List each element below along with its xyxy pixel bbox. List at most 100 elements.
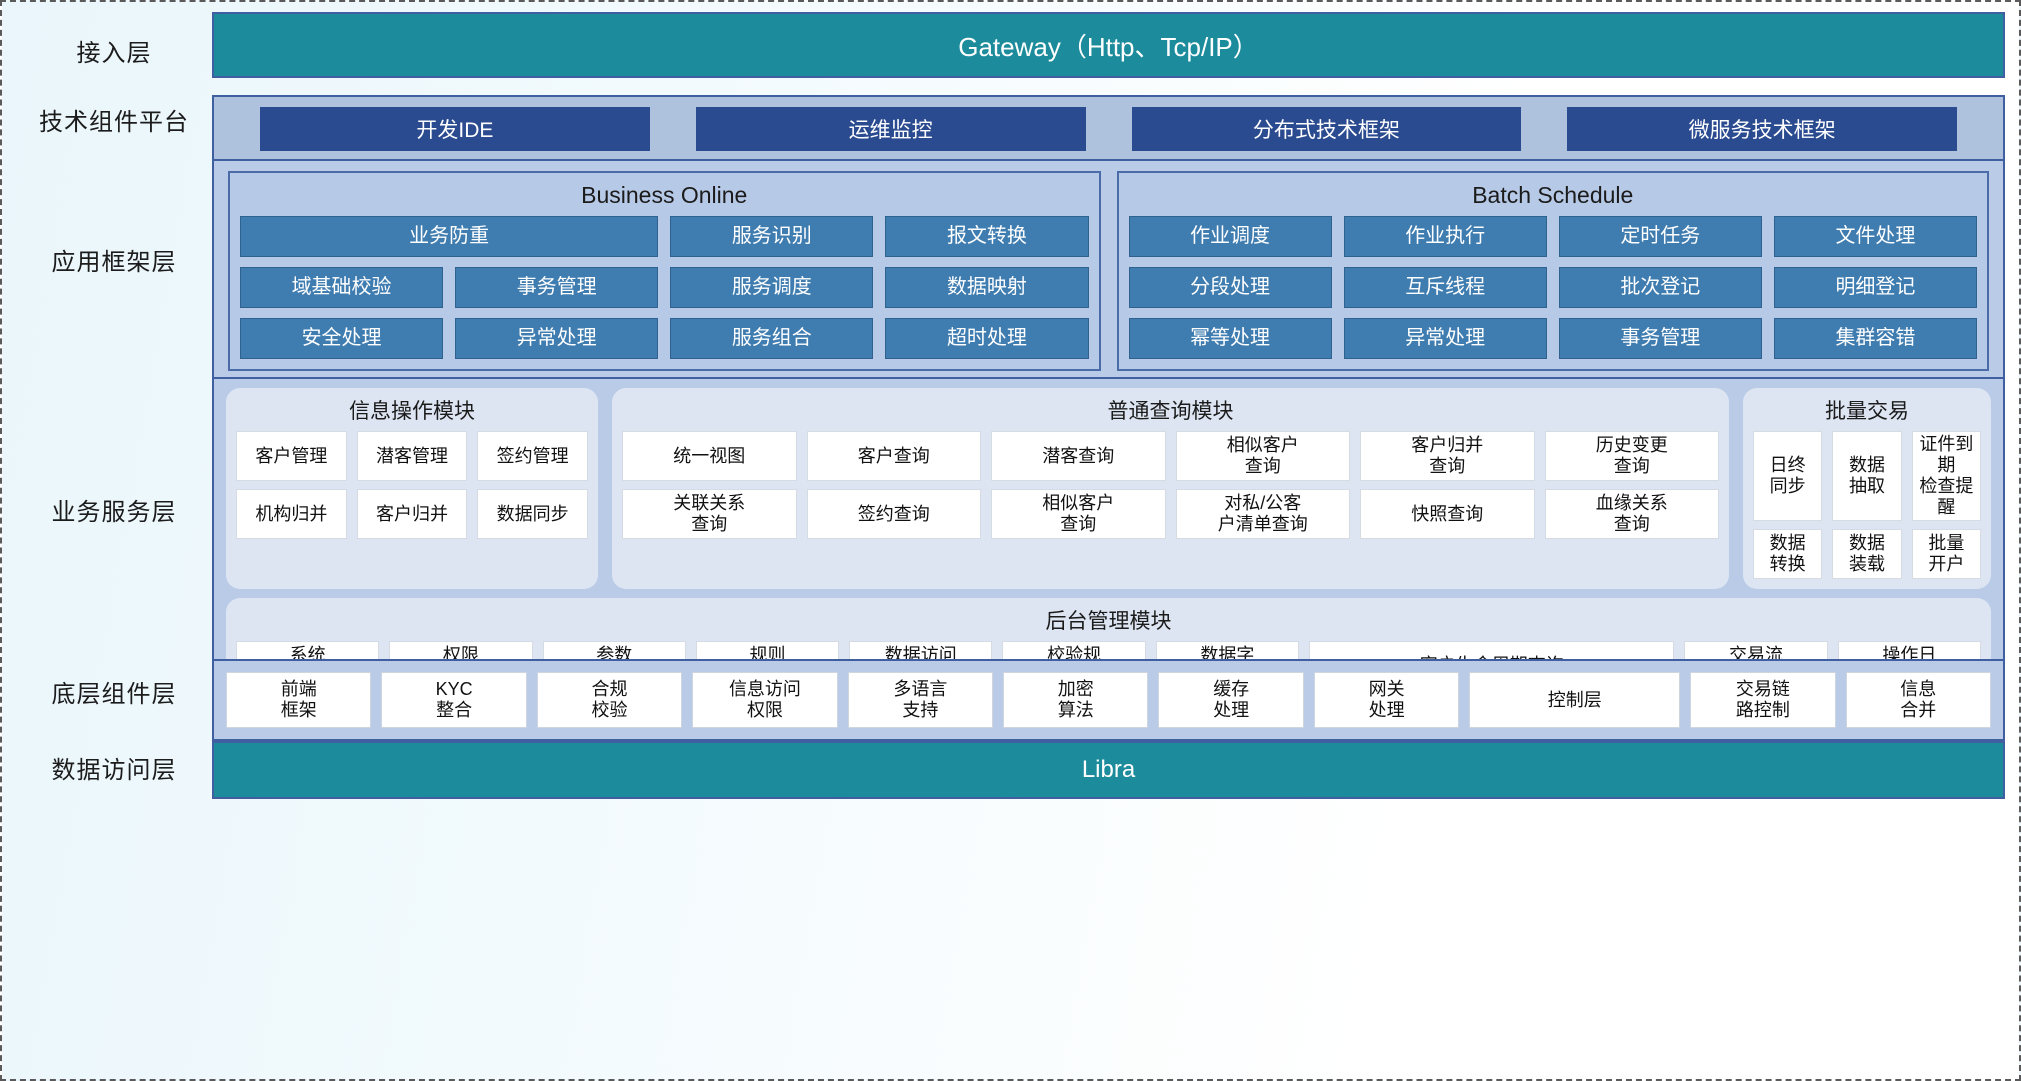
cell-snapshot-query[interactable]: 快照查询: [1360, 489, 1535, 539]
base-component-cells: 前端 框架 KYC 整合 合规 校验 信息访问 权限 多语言 支持 加密 算法 …: [226, 672, 1991, 728]
chip-idempotent-processing[interactable]: 幂等处理: [1128, 318, 1332, 359]
chip-batch-registration[interactable]: 批次登记: [1558, 267, 1762, 308]
general-query-cells: 统一视图 客户查询 潜客查询 相似客户 查询 客户归并 查询 历史变更 查询 关…: [622, 431, 1719, 539]
chip-business-dedup[interactable]: 业务防重: [240, 216, 659, 257]
cell-eod-sync[interactable]: 日终 同步: [1753, 431, 1823, 521]
chip-file-processing[interactable]: 文件处理: [1773, 216, 1977, 257]
cell-unified-view[interactable]: 统一视图: [622, 431, 797, 481]
libra-bar: Libra: [212, 741, 2005, 799]
chip-security-processing[interactable]: 安全处理: [240, 318, 444, 359]
gateway-bar: Gateway（Http、Tcp/IP）: [212, 12, 2005, 78]
chip-job-schedule[interactable]: 作业调度: [1128, 216, 1332, 257]
cell-customer-query[interactable]: 客户查询: [806, 431, 981, 481]
chip-message-transform[interactable]: 报文转换: [885, 216, 1089, 257]
layer-label-base-component: 底层组件层: [51, 680, 177, 708]
app-framework-body: Business Online 业务防重 服务识别 报文转换 域基础校验 事务管…: [212, 150, 2005, 383]
module-title-info-operation: 信息操作模块: [349, 400, 475, 423]
cell-customer-merge[interactable]: 客户归并: [356, 489, 468, 539]
cell-relation-query[interactable]: 关联关系 查询: [622, 489, 797, 539]
cell-data-transform[interactable]: 数据 转换: [1753, 528, 1823, 579]
cell-batch-account-open[interactable]: 批量 开户: [1911, 528, 1981, 579]
layer-row-tech: 技术组件平台 开发IDE 运维监控 分布式技术框架 微服务技术框架: [16, 88, 2005, 163]
module-title-backend-admin: 后台管理模块: [1045, 609, 1172, 633]
module-title-general-query: 普通查询模块: [1107, 400, 1234, 423]
app-framework-band: Business Online 业务防重 服务识别 报文转换 域基础校验 事务管…: [212, 159, 2005, 383]
base-component-band: 前端 框架 KYC 整合 合规 校验 信息访问 权限 多语言 支持 加密 算法 …: [212, 659, 2005, 741]
chip-data-mapping[interactable]: 数据映射: [885, 267, 1089, 308]
layer-row-access: 接入层 Gateway（Http、Tcp/IP）: [16, 12, 2005, 88]
tech-chip-band: 开发IDE 运维监控 分布式技术框架 微服务技术框架: [212, 95, 2005, 163]
business-service-modules: 信息操作模块 客户管理 潜客管理 签约管理 机构归并 客户归并 数据同步 普通查…: [226, 388, 1991, 589]
cell-data-sync[interactable]: 数据同步: [477, 489, 588, 539]
chip-timeout-processing[interactable]: 超时处理: [885, 318, 1089, 359]
cell-contract-mgmt[interactable]: 签约管理: [477, 431, 588, 481]
data-access-body: Libra: [212, 732, 2005, 802]
cell-private-public-customer-list-query[interactable]: 对私/公客 户清单查询: [1175, 489, 1350, 539]
module-title-batch-transaction: 批量交易: [1825, 400, 1909, 423]
access-layer-body: Gateway（Http、Tcp/IP）: [212, 12, 2005, 88]
chip-service-identify[interactable]: 服务识别: [670, 216, 874, 257]
base-component-body: 前端 框架 KYC 整合 合规 校验 信息访问 权限 多语言 支持 加密 算法 …: [212, 650, 2005, 741]
chip-transaction-mgmt-batch[interactable]: 事务管理: [1558, 318, 1762, 359]
chip-exception-processing-online[interactable]: 异常处理: [455, 318, 659, 359]
cell-data-load[interactable]: 数据 装载: [1832, 528, 1902, 579]
chip-timed-task[interactable]: 定时任务: [1558, 216, 1762, 257]
layer-row-base-component: 底层组件层 前端 框架 KYC 整合 合规 校验 信息访问 权限 多语言 支持 …: [16, 650, 2005, 741]
cell-contract-query[interactable]: 签约查询: [806, 489, 981, 539]
panel-title-business-online: Business Online: [581, 182, 748, 208]
cell-encryption-algorithm[interactable]: 加密 算法: [1003, 672, 1149, 728]
layer-label-business-service: 业务服务层: [51, 498, 177, 526]
chip-job-execute[interactable]: 作业执行: [1343, 216, 1547, 257]
cell-info-merge[interactable]: 信息 合并: [1845, 672, 1991, 728]
panel-batch-schedule: Batch Schedule 作业调度 作业执行 定时任务 文件处理 分段处理 …: [1116, 171, 1989, 371]
chip-cluster-fault-tolerance[interactable]: 集群容错: [1773, 318, 1977, 359]
batch-transaction-cells: 日终 同步 数据 抽取 证件到期 检查提醒 数据 转换 数据 装载 批量 开户: [1753, 431, 1981, 579]
tech-chip-distributed-framework[interactable]: 分布式技术框架: [1131, 107, 1522, 151]
cell-prospect-mgmt[interactable]: 潜客管理: [356, 431, 468, 481]
cell-info-access-permission[interactable]: 信息访问 权限: [692, 672, 838, 728]
cell-frontend-framework[interactable]: 前端 框架: [226, 672, 372, 728]
cell-certificate-expiry-reminder[interactable]: 证件到期 检查提醒: [1911, 431, 1981, 521]
cell-multilanguage-support[interactable]: 多语言 支持: [847, 672, 994, 728]
layer-label-data-access: 数据访问层: [51, 756, 177, 784]
layer-label-tech: 技术组件平台: [39, 108, 189, 136]
chip-transaction-mgmt[interactable]: 事务管理: [455, 267, 659, 308]
cell-prospect-query[interactable]: 潜客查询: [991, 431, 1166, 481]
panel-title-batch-schedule: Batch Schedule: [1472, 182, 1634, 208]
business-online-chip-grid: 业务防重 服务识别 报文转换 域基础校验 事务管理 服务调度 数据映射 安全处理…: [240, 216, 1089, 359]
cell-org-merge[interactable]: 机构归并: [236, 489, 347, 539]
chip-mutex-thread[interactable]: 互斥线程: [1343, 267, 1547, 308]
layer-row-business-service: 业务服务层 信息操作模块 客户管理 潜客管理 签约管理 机构归并 客户归并 数据…: [16, 368, 2005, 712]
module-general-query: 普通查询模块 统一视图 客户查询 潜客查询 相似客户 查询 客户归并 查询 历史…: [612, 388, 1729, 589]
chip-exception-processing-batch[interactable]: 异常处理: [1343, 318, 1547, 359]
cell-customer-mgmt[interactable]: 客户管理: [236, 431, 347, 481]
chip-segment-processing[interactable]: 分段处理: [1128, 267, 1332, 308]
cell-similar-customer-query[interactable]: 相似客户 查询: [1175, 431, 1350, 481]
cell-similar-customer-query-2[interactable]: 相似客户 查询: [991, 489, 1166, 539]
cell-cache-processing[interactable]: 缓存 处理: [1158, 672, 1304, 728]
layer-label-access: 接入层: [76, 39, 152, 67]
cell-kyc-integration[interactable]: KYC 整合: [381, 672, 527, 728]
chip-service-composition[interactable]: 服务组合: [670, 318, 874, 359]
chip-detail-registration[interactable]: 明细登记: [1773, 267, 1977, 308]
cell-compliance-validation[interactable]: 合规 校验: [536, 672, 683, 728]
info-operation-cells: 客户管理 潜客管理 签约管理 机构归并 客户归并 数据同步: [236, 431, 588, 539]
layer-row-data-access: 数据访问层 Libra: [16, 732, 2005, 802]
panel-business-online: Business Online 业务防重 服务识别 报文转换 域基础校验 事务管…: [228, 171, 1101, 371]
tech-chip-dev-ide[interactable]: 开发IDE: [260, 107, 650, 151]
tech-chip-ops-monitor[interactable]: 运维监控: [695, 107, 1086, 151]
module-info-operation: 信息操作模块 客户管理 潜客管理 签约管理 机构归并 客户归并 数据同步: [226, 388, 598, 589]
cell-gateway-processing[interactable]: 网关 处理: [1313, 672, 1460, 728]
chip-service-dispatch[interactable]: 服务调度: [670, 267, 874, 308]
layer-row-app-framework: 应用框架层 Business Online 业务防重 服务识别 报文转换 域基础…: [16, 150, 2005, 383]
cell-control-layer[interactable]: 控制层: [1469, 672, 1681, 728]
chip-domain-validation[interactable]: 域基础校验: [240, 267, 444, 308]
cell-transaction-chain-control[interactable]: 交易链 路控制: [1690, 672, 1836, 728]
business-service-body: 信息操作模块 客户管理 潜客管理 签约管理 机构归并 客户归并 数据同步 普通查…: [212, 368, 2005, 712]
cell-lineage-relation-query[interactable]: 血缘关系 查询: [1544, 489, 1719, 539]
cell-customer-merge-query[interactable]: 客户归并 查询: [1360, 431, 1535, 481]
tech-chip-microservice-framework[interactable]: 微服务技术框架: [1567, 107, 1957, 151]
cell-data-extract[interactable]: 数据 抽取: [1832, 431, 1902, 521]
cell-history-change-query[interactable]: 历史变更 查询: [1544, 431, 1719, 481]
